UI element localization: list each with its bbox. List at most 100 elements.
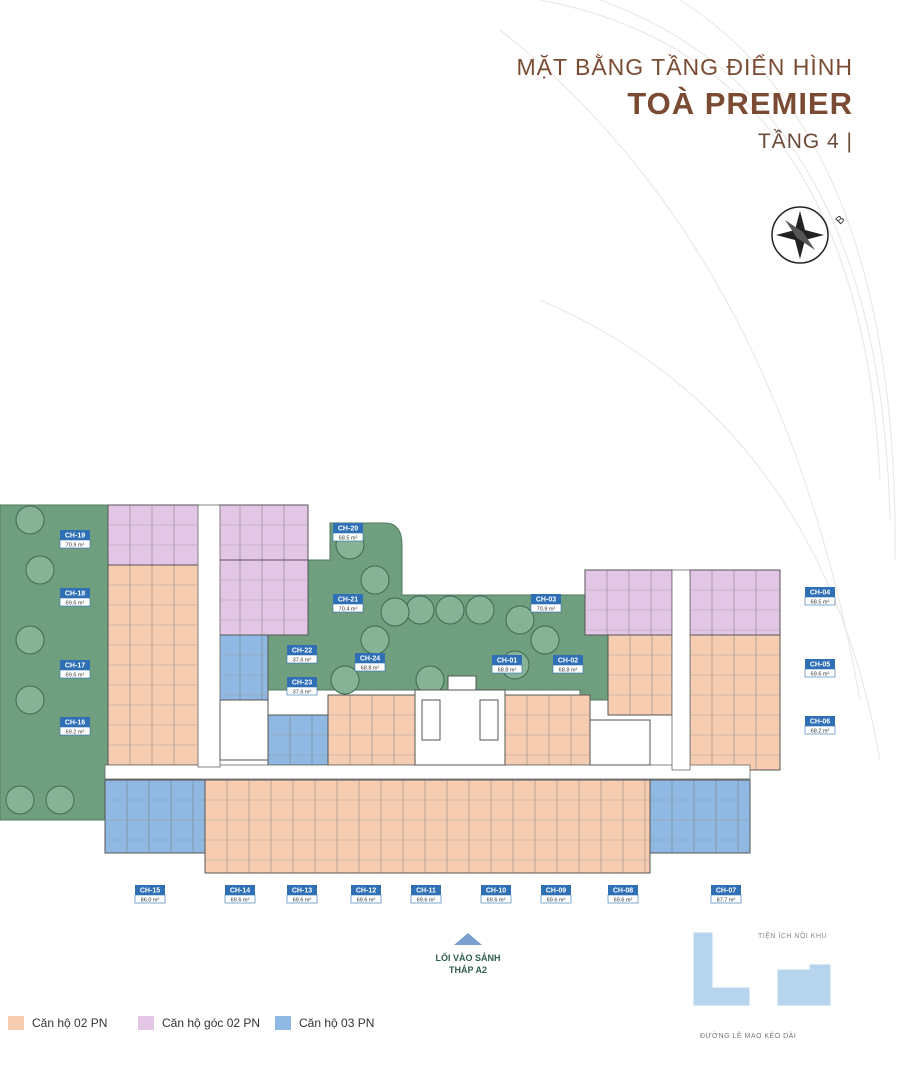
tree-icon <box>15 625 45 655</box>
floor-label: TẦNG 4 | <box>757 130 853 153</box>
unit-id-tag <box>60 660 90 670</box>
unit-area-tag <box>804 725 836 735</box>
unit-id-tag <box>351 885 381 895</box>
unit-area: 69.6 m² <box>487 898 506 904</box>
unit-id: CH-12 <box>356 888 376 895</box>
unit-id: CH-19 <box>65 533 85 540</box>
corridors <box>104 504 751 780</box>
unit-id-tag <box>60 588 90 598</box>
unit-label[interactable]: CH-04 68.5 m² <box>804 587 836 606</box>
unit-area-tag <box>332 603 364 613</box>
unit-id-tag <box>608 885 638 895</box>
unit-area: 68.5 m² <box>811 600 830 606</box>
apartment-block <box>649 779 751 854</box>
unit-id: CH-16 <box>65 720 85 727</box>
legend-item-three-bed: Căn hộ 03 PN <box>275 1016 374 1030</box>
apartment-block <box>267 714 329 766</box>
unit-area-tag <box>286 686 318 696</box>
legend-item-two-bed: Căn hộ 02 PN <box>8 1016 107 1030</box>
unit-area: 70.9 m² <box>66 543 85 549</box>
tree-icon <box>15 685 45 715</box>
legend-swatch <box>138 1016 154 1030</box>
unit-area-tag <box>354 662 386 672</box>
unit-label[interactable]: CH-15 86.0 m² <box>134 885 166 904</box>
entrance-line-1: LỐI VÀO SẢNH <box>435 953 501 963</box>
apartment-block <box>689 634 781 771</box>
unit-label[interactable]: CH-19 70.9 m² <box>59 530 91 549</box>
apartment-block <box>204 779 651 874</box>
unit-area: 68.8 m² <box>498 668 517 674</box>
unit-area-tag <box>804 596 836 606</box>
minimap-label: TIỆN ÍCH NỘI KHU <box>758 933 828 940</box>
unit-area-tag <box>59 597 91 607</box>
unit-id: CH-15 <box>140 888 160 895</box>
unit-id-tag <box>287 645 317 655</box>
unit-label[interactable]: CH-01 68.8 m² <box>491 655 523 674</box>
tree-icon <box>380 597 410 627</box>
tree-icon <box>360 625 390 655</box>
street-label: ĐƯỜNG LÊ MAO KÉO DÀI <box>700 1033 797 1040</box>
entrance-label: LỐI VÀO SẢNH THÁP A2 <box>418 952 518 976</box>
unit-area: 68.5 m² <box>339 536 358 542</box>
unit-area-tag <box>286 654 318 664</box>
unit-area-tag <box>804 668 836 678</box>
compass-rose-icon: B <box>771 206 847 264</box>
unit-id-tag <box>60 530 90 540</box>
unit-id: CH-14 <box>230 888 250 895</box>
unit-area: 70.4 m² <box>339 607 358 613</box>
page-title: MẶT BẰNG TẦNG ĐIỂN HÌNH <box>516 54 853 80</box>
unit-area-tag <box>59 539 91 549</box>
unit-label[interactable]: CH-18 69.6 m² <box>59 588 91 607</box>
unit-id: CH-22 <box>292 648 312 655</box>
unit-id: CH-06 <box>810 719 830 726</box>
unit-area-tag <box>530 603 562 613</box>
unit-id-tag <box>492 655 522 665</box>
unit-id: CH-01 <box>497 658 517 665</box>
tree-icon <box>5 785 35 815</box>
unit-id-tag <box>805 587 835 597</box>
lift-cores <box>219 675 651 766</box>
unit-id-tag <box>135 885 165 895</box>
legend-item-corner-two-bed: Căn hộ góc 02 PN <box>138 1016 260 1030</box>
apartment-block <box>107 504 201 566</box>
unit-area-tag <box>286 894 318 904</box>
unit-id: CH-04 <box>810 590 830 597</box>
unit-id-tag <box>553 655 583 665</box>
apartment-block <box>584 569 673 636</box>
unit-id-tag <box>225 885 255 895</box>
unit-id: CH-23 <box>292 680 312 687</box>
legend-swatch <box>8 1016 24 1030</box>
unit-id-tag <box>287 677 317 687</box>
legend-label: Căn hộ góc 02 PN <box>162 1016 261 1030</box>
unit-area: 69.2 m² <box>66 730 85 736</box>
unit-area: 69.6 m² <box>66 601 85 607</box>
tree-icon <box>330 665 360 695</box>
unit-id: CH-18 <box>65 591 85 598</box>
entrance-arrow-icon <box>454 933 482 945</box>
unit-area: 69.6 m² <box>547 898 566 904</box>
tree-icon <box>15 505 45 535</box>
unit-area: 86.0 m² <box>141 898 160 904</box>
unit-area: 87.7 m² <box>717 898 736 904</box>
unit-label[interactable]: CH-16 69.2 m² <box>59 717 91 736</box>
